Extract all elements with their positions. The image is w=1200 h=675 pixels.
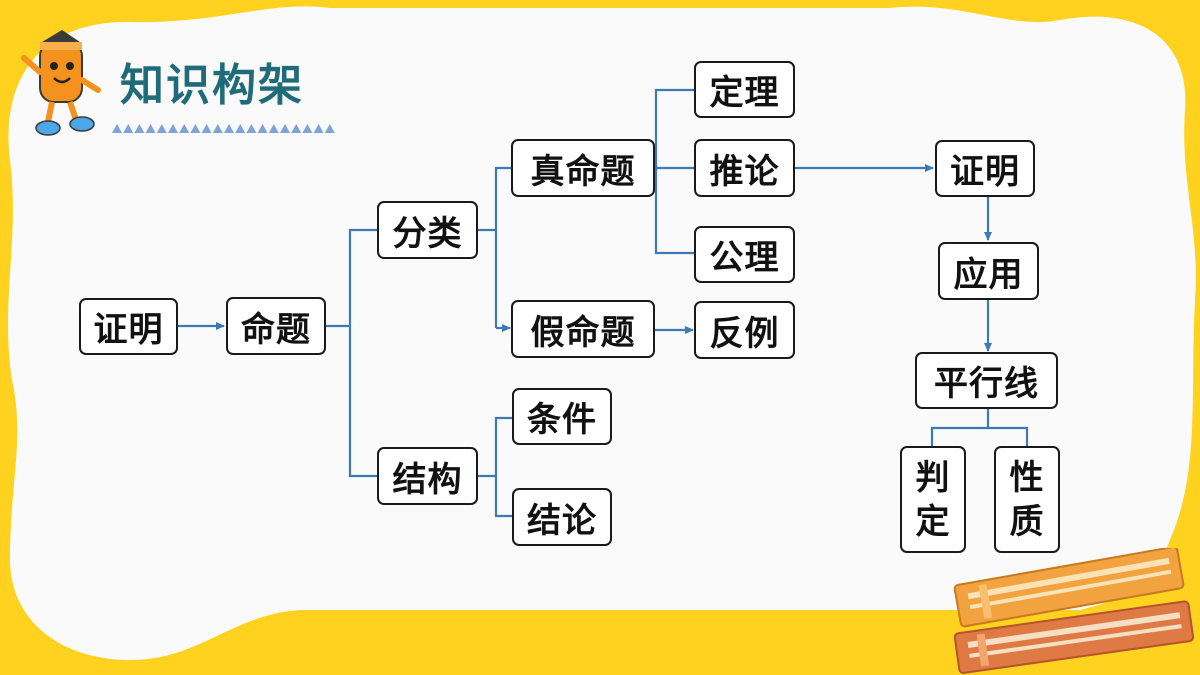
connector-classification [348, 228, 377, 478]
title-triangle [280, 124, 290, 133]
node-proof: 证明 [79, 298, 178, 355]
node-conclusion: 结论 [512, 488, 612, 546]
title-underline-triangles [112, 124, 335, 133]
node-classification: 分类 [377, 201, 478, 259]
node-condition: 条件 [512, 388, 612, 445]
node-property-char-2: 质 [1009, 501, 1045, 542]
title-triangle [112, 124, 122, 133]
connector-theorem-axiom [654, 88, 694, 255]
node-property-char-1: 性 [1009, 457, 1045, 498]
node-proof-right: 证明 [935, 140, 1035, 197]
connector-parallel-property [988, 426, 1029, 446]
page-title: 知识构架 [120, 60, 304, 111]
title-triangle [156, 124, 167, 133]
pencil-mascot-icon [21, 30, 101, 136]
title-triangle [212, 124, 223, 133]
node-proposition: 命题 [226, 297, 326, 355]
title-triangle [313, 124, 324, 133]
title-triangle [302, 124, 313, 133]
title-triangle [246, 124, 257, 133]
connector-condition-conclusion [494, 416, 512, 518]
node-axiom: 公理 [694, 226, 795, 283]
connector-true-false [494, 166, 511, 328]
title-triangle [190, 124, 201, 133]
node-property: 性 质 [994, 446, 1060, 553]
node-true-proposition: 真命题 [511, 139, 655, 197]
title-triangle [235, 124, 246, 133]
node-structure: 结构 [377, 447, 478, 505]
title-triangle [324, 124, 335, 133]
title-triangle [134, 124, 145, 133]
node-judgement: 判 定 [900, 446, 966, 553]
node-application: 应用 [938, 242, 1039, 300]
title-triangle [224, 124, 234, 133]
node-judgement-char-1: 判 [915, 457, 951, 498]
title-triangle [201, 124, 212, 133]
node-parallel-lines: 平行线 [915, 352, 1058, 409]
connector-parallel-split [930, 409, 990, 446]
title-triangle [145, 124, 156, 133]
title-triangle [123, 124, 134, 133]
node-counterexample: 反例 [694, 301, 795, 359]
node-judgement-char-2: 定 [915, 501, 951, 542]
node-theorem: 定理 [694, 61, 795, 118]
title-triangle [257, 124, 268, 133]
title-triangle [291, 124, 302, 133]
title-triangle [168, 124, 178, 133]
node-false-proposition: 假命题 [511, 300, 655, 358]
title-triangle [268, 124, 279, 133]
title-triangle [179, 124, 190, 133]
node-corollary: 推论 [694, 139, 795, 197]
books-icon [953, 548, 1195, 674]
